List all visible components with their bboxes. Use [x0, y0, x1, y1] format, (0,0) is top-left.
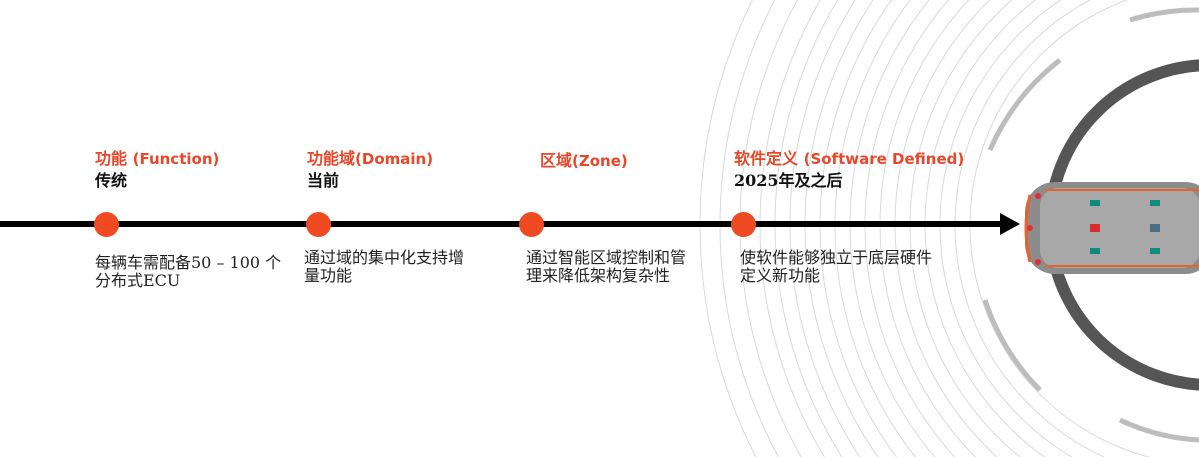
milestone-title-zone: 区域(Zone)	[540, 151, 628, 170]
car-top-view-icon	[1024, 182, 1199, 274]
milestone-title-domain: 功能域(Domain)	[307, 149, 434, 168]
milestone-dot-software	[731, 212, 756, 237]
milestone-dot-function	[94, 212, 119, 237]
milestone-dot-domain	[306, 212, 331, 237]
milestone-desc-zone: 通过智能区域控制和管理来降低架构复杂性	[526, 248, 687, 285]
milestone-dot-zone	[519, 212, 544, 237]
arrow-head-icon	[1000, 213, 1020, 235]
milestone-subtitle-function: 传统	[95, 171, 128, 190]
milestone-subtitle-domain: 当前	[307, 171, 340, 190]
timeline-line	[0, 221, 1005, 227]
milestone-desc-software: 使软件能够独立于底层硬件定义新功能	[740, 248, 933, 285]
milestone-desc-function: 每辆车需配备50 – 100 个分布式ECU	[95, 253, 282, 290]
milestone-title-function: 功能 (Function)	[95, 149, 220, 168]
milestone-subtitle-software: 2025年及之后	[734, 171, 843, 190]
milestone-title-software: 软件定义 (Software Defined)	[734, 149, 965, 168]
milestone-desc-domain: 通过域的集中化支持增量功能	[304, 248, 465, 285]
